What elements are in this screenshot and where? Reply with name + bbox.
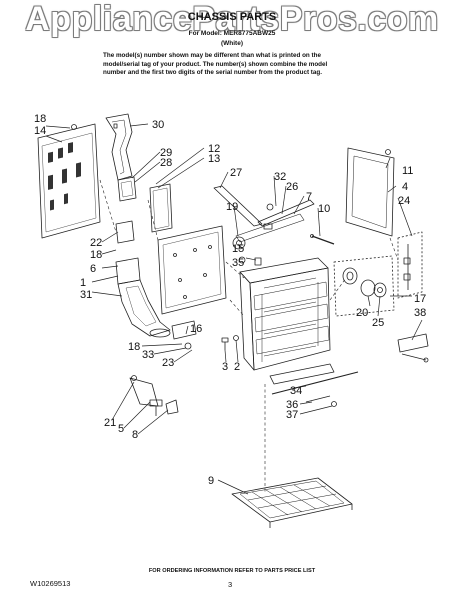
part-callout-32: 32 xyxy=(274,171,286,183)
part-callout-2: 2 xyxy=(234,361,240,373)
part-callout-18: 18 xyxy=(90,249,102,261)
part-callout-13: 13 xyxy=(208,153,220,165)
part-callout-4: 4 xyxy=(402,181,408,193)
part-callout-5: 5 xyxy=(118,423,124,435)
part-callout-1: 1 xyxy=(80,277,86,289)
switch-part xyxy=(254,257,262,266)
part-callout-25: 25 xyxy=(372,317,384,329)
model-line: For Model: MER8775ABW25 xyxy=(188,30,276,37)
part-callout-19: 19 xyxy=(226,201,238,213)
drawer-pan-part xyxy=(231,477,353,528)
part-callout-31: 31 xyxy=(80,289,92,301)
part-callout-18: 18 xyxy=(34,113,46,125)
part-callout-38: 38 xyxy=(414,307,426,319)
bracket-part xyxy=(115,220,135,244)
part-callout-12: 12 xyxy=(208,143,220,155)
page-title: CHASSIS PARTS xyxy=(187,11,277,23)
part-callout-15: 15 xyxy=(232,243,244,255)
part-callout-10: 10 xyxy=(318,203,330,215)
rod-assembly-part xyxy=(271,371,359,395)
part-callout-28: 28 xyxy=(160,157,172,169)
hinge-bracket-part xyxy=(171,320,197,340)
part-callout-21: 21 xyxy=(104,417,116,429)
part-callout-24: 24 xyxy=(398,195,410,207)
part-callout-8: 8 xyxy=(132,429,138,441)
part-callout-33: 33 xyxy=(142,349,154,361)
model-note: The model(s) number shown may be differe… xyxy=(103,52,373,78)
part-callout-9: 9 xyxy=(208,475,214,487)
vent-duct-part xyxy=(115,257,171,338)
color-line: (White) xyxy=(220,40,244,47)
rod-part xyxy=(311,235,335,245)
page-number: 3 xyxy=(228,580,233,589)
side-panel-part xyxy=(157,225,227,315)
duct-part xyxy=(105,113,133,181)
part-callout-17: 17 xyxy=(414,293,426,305)
part-callout-16: 16 xyxy=(190,323,202,335)
document-id: W10269513 xyxy=(30,579,71,588)
part-callout-6: 6 xyxy=(90,263,96,275)
oven-cavity-part xyxy=(239,257,335,385)
spring-part xyxy=(305,395,331,403)
part-callout-18: 18 xyxy=(128,341,140,353)
gasket-part xyxy=(117,176,137,202)
note-line: number and the first two digits of the s… xyxy=(103,69,323,77)
door-frame-part xyxy=(345,147,395,237)
hinge-part xyxy=(397,333,429,363)
leveling-leg-part xyxy=(129,375,179,416)
part-callout-37: 37 xyxy=(286,409,298,421)
ordering-info: FOR ORDERING INFORMATION REFER TO PARTS … xyxy=(148,568,316,574)
part-callout-23: 23 xyxy=(162,357,174,369)
wiring-harness-part xyxy=(397,231,423,299)
insulation-part xyxy=(149,183,173,233)
part-callout-14: 14 xyxy=(34,125,46,137)
part-callout-11: 11 xyxy=(402,165,413,177)
gear-part xyxy=(232,236,246,250)
top-rail-part xyxy=(213,185,315,243)
part-callout-29: 29 xyxy=(160,147,172,159)
part-callout-7: 7 xyxy=(306,191,312,203)
clip-part xyxy=(238,256,246,264)
part-callout-34: 34 xyxy=(290,385,302,397)
part-callout-26: 26 xyxy=(286,181,298,193)
note-line: The model(s) number shown may be differe… xyxy=(103,52,321,59)
part-callout-35: 35 xyxy=(232,257,244,269)
part-callout-22: 22 xyxy=(90,237,102,249)
part-callout-3: 3 xyxy=(222,361,228,373)
back-panel-part xyxy=(37,123,101,239)
watermark: AppliancePartsPros.com xyxy=(25,0,439,38)
part-callout-36: 36 xyxy=(286,399,298,411)
note-line: model/serial tag of your product. The nu… xyxy=(103,60,328,68)
part-callout-30: 30 xyxy=(152,119,164,131)
part-callout-20: 20 xyxy=(356,307,368,319)
part-callout-27: 27 xyxy=(230,167,242,179)
